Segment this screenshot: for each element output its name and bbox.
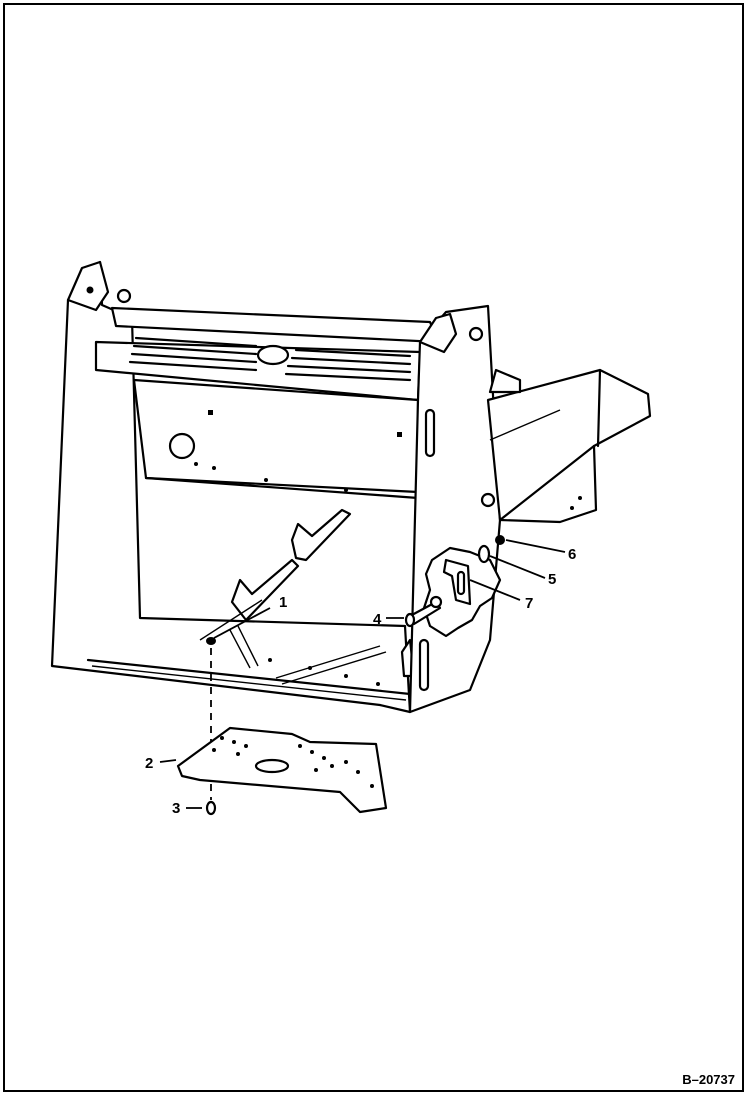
- leader-7: [469, 579, 521, 601]
- callout-2: 2: [145, 755, 153, 772]
- vent-slots-left: [128, 336, 258, 372]
- floor-rib-upper: [290, 508, 352, 562]
- leader-5: [489, 555, 546, 579]
- part-spacer-5: [477, 544, 491, 564]
- part-bolt-4: [404, 595, 443, 628]
- leader-2: [159, 759, 177, 763]
- part-nut-6: [495, 535, 505, 545]
- part-bracket-7: [442, 558, 472, 606]
- rear-top-rail: [110, 306, 440, 344]
- part-bolt-3: [205, 784, 217, 816]
- part-washer-1: [206, 637, 216, 645]
- callout-6: 6: [568, 546, 576, 563]
- left-upright-tab: [66, 260, 110, 312]
- callout-3: 3: [172, 800, 180, 817]
- part-plate-2: [176, 726, 388, 814]
- rear-panel-hole: [256, 344, 290, 366]
- floor-rear-edge: [144, 476, 420, 500]
- vent-slots-right: [284, 348, 412, 382]
- callout-1: 1: [279, 594, 287, 611]
- leader-6: [505, 539, 566, 553]
- callout-5: 5: [548, 571, 556, 588]
- callout-7: 7: [525, 595, 533, 612]
- reference-number: B–20737: [682, 1072, 735, 1087]
- chassis-frame: [50, 260, 652, 714]
- callout-4: 4: [373, 611, 382, 628]
- leader-1: [213, 607, 271, 639]
